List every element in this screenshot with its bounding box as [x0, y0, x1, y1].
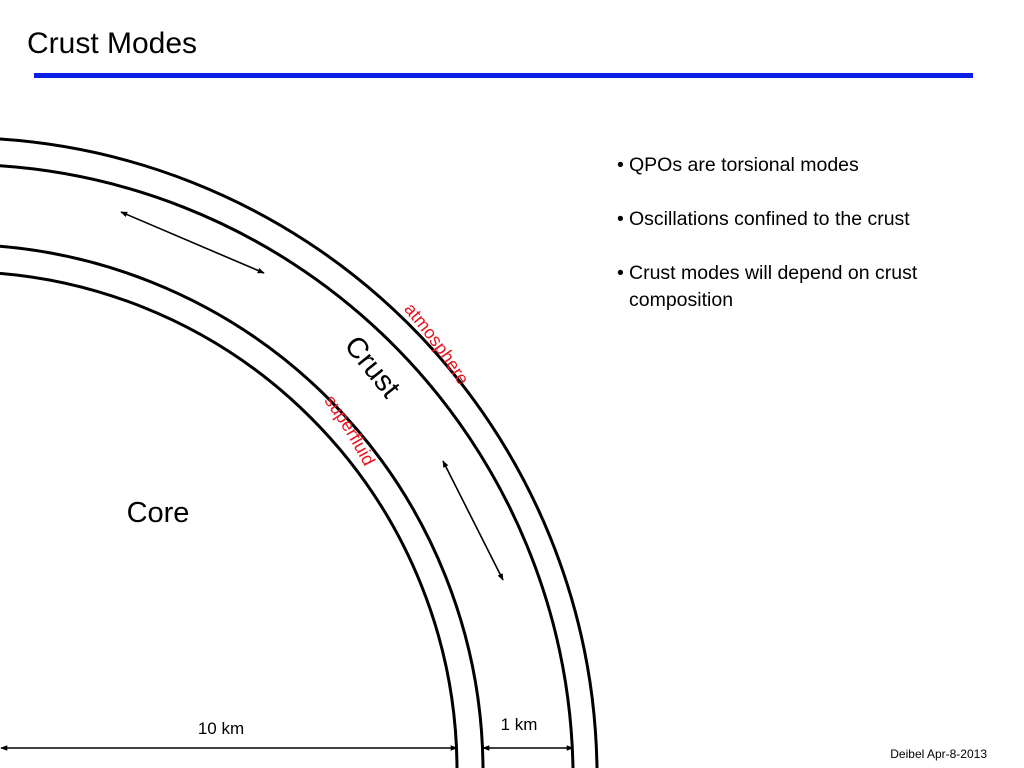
bullet-marker: • [617, 154, 624, 176]
crust-label: Crust [338, 330, 406, 404]
core-boundary-arc [0, 271, 459, 768]
title-underline [34, 73, 973, 78]
atmosphere-label: atmosphere [400, 299, 473, 388]
bullet-item: •QPOs are torsional modes [617, 152, 997, 179]
bullet-marker: • [617, 262, 624, 284]
footer-credit: Deibel Apr-8-2013 [890, 747, 987, 761]
superfluid-label: superfluid [321, 391, 380, 469]
bullet-marker: • [617, 208, 624, 230]
bullet-text: Crust modes will depend on crust composi… [629, 262, 918, 311]
bullet-item: •Crust modes will depend on crust compos… [617, 260, 997, 314]
bullet-list: •QPOs are torsional modes •Oscillations … [617, 152, 997, 314]
slide-title: Crust Modes [27, 27, 198, 60]
thickness-label: 1 km [501, 715, 538, 734]
atmosphere-boundary-arc [0, 164, 575, 768]
oscillation-arrow-upper [120, 211, 265, 274]
crust-inner-boundary-arc [0, 244, 485, 768]
core-label: Core [127, 497, 190, 529]
bullet-item: •Oscillations confined to the crust [617, 206, 997, 233]
radius-label: 10 km [198, 719, 244, 738]
bullet-text: QPOs are torsional modes [629, 154, 859, 176]
outer-surface-arc [0, 137, 599, 768]
oscillation-arrow-lower [442, 460, 504, 581]
bullet-text: Oscillations confined to the crust [629, 208, 910, 230]
